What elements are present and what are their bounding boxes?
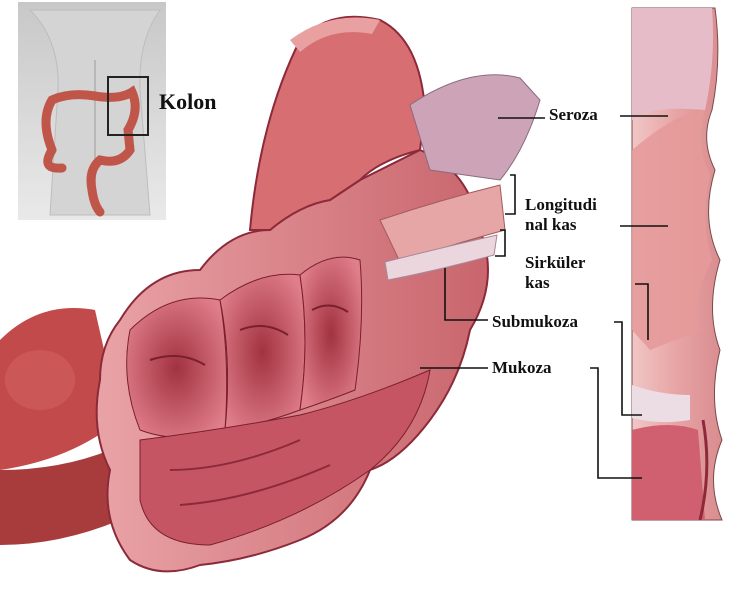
label-mukoza: Mukoza (492, 358, 552, 378)
label-longitudinal-line1: Longitudi (525, 195, 597, 215)
label-circular-line2: kas (525, 273, 550, 293)
label-submukoza: Submukoza (492, 312, 578, 332)
wall-layers-panel (632, 8, 722, 520)
inset-label-kolon: Kolon (159, 89, 216, 115)
label-longitudinal-line2: nal kas (525, 215, 577, 235)
inset-torso (18, 2, 166, 220)
label-circular-line1: Sirküler (525, 253, 585, 273)
label-seroza: Seroza (549, 105, 598, 125)
